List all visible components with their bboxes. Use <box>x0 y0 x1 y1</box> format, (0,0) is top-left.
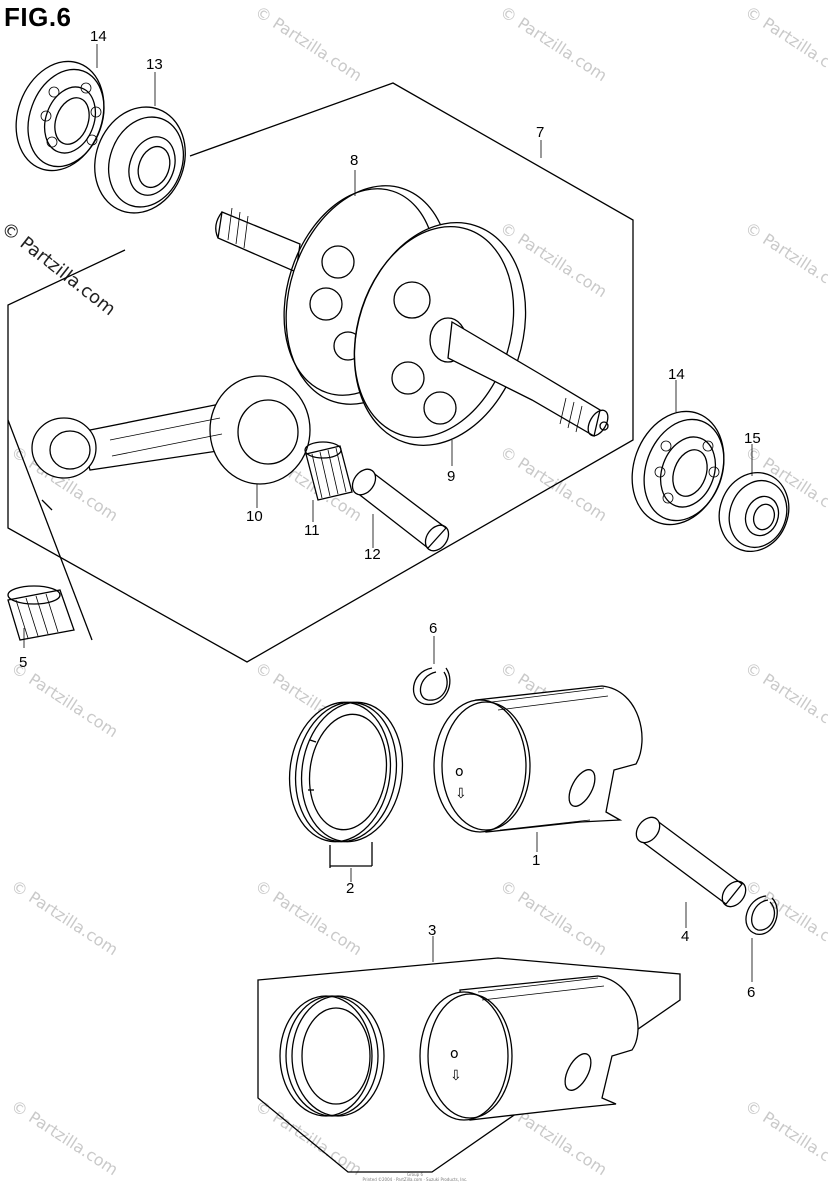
callout-14: 14 <box>668 366 685 383</box>
connecting-rod-icon <box>31 375 311 485</box>
callout-8: 8 <box>350 152 359 169</box>
callout-15: 15 <box>744 430 761 447</box>
callout-9: 9 <box>447 468 456 485</box>
copyright-line: Printed ©2004 · PartZilla.com · Suzuki P… <box>362 1177 468 1182</box>
piston-pin-icon <box>635 816 747 908</box>
crankshaft-assembly-box <box>7 82 634 663</box>
crankshaft-icon <box>215 207 301 273</box>
copyright-line: Group 6 <box>407 1172 423 1177</box>
piston-ring-icon <box>288 701 404 868</box>
callout-4: 4 <box>681 928 690 945</box>
needle-bearing-icon <box>7 585 75 641</box>
callout-6: 6 <box>747 984 756 1001</box>
svg-text:o: o <box>450 1046 459 1062</box>
callout-10: 10 <box>246 508 263 525</box>
svg-text:⇩: ⇩ <box>450 1068 462 1084</box>
crankshaft-icon <box>447 320 609 438</box>
ball-bearing-icon <box>15 60 105 172</box>
callout-6: 6 <box>429 620 438 637</box>
svg-text:o: o <box>455 764 464 780</box>
callout-5: 5 <box>19 654 28 671</box>
oil-seal-icon <box>718 472 790 552</box>
oil-seal-icon <box>94 106 186 214</box>
callout-12: 12 <box>364 546 381 563</box>
leader-lines <box>23 44 753 982</box>
callout-7: 7 <box>536 124 545 141</box>
callout-1: 1 <box>532 852 541 869</box>
callout-2: 2 <box>346 880 355 897</box>
figure-title: FIG.6 <box>4 2 72 32</box>
callout-13: 13 <box>146 56 163 73</box>
piston-icon: o ⇩ <box>419 975 639 1121</box>
piston-ring-icon <box>279 995 385 1117</box>
crank-pin-icon <box>351 468 450 552</box>
circlip-icon <box>745 895 778 935</box>
callout-3: 3 <box>428 922 437 939</box>
copyright-footer: Group 6 Printed ©2004 · PartZilla.com · … <box>330 1172 500 1182</box>
ball-bearing-icon <box>631 410 725 526</box>
crank-web-icon <box>353 222 527 446</box>
piston-icon: o ⇩ <box>433 685 643 833</box>
callout-14: 14 <box>90 28 107 45</box>
circlip-icon <box>412 667 451 705</box>
svg-text:⇩: ⇩ <box>455 786 467 802</box>
callout-11: 11 <box>304 522 320 539</box>
needle-bearing-icon <box>304 441 353 501</box>
